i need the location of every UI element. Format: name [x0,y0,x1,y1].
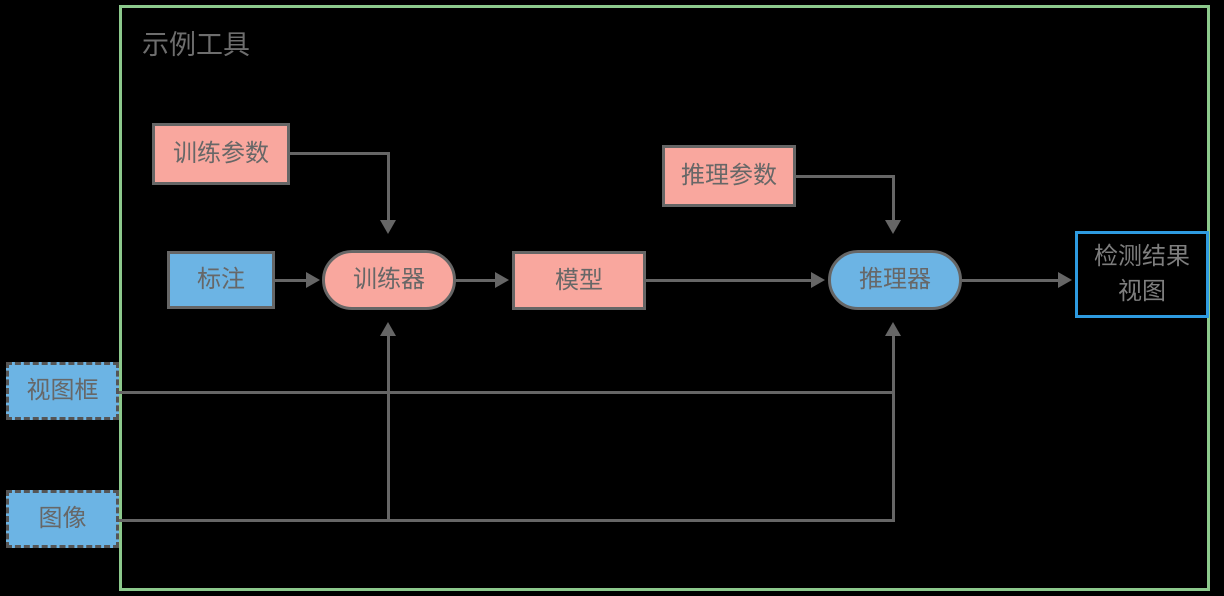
edge-bus-to-inferencer-vertical [892,336,895,522]
node-inferencer-label: 推理器 [859,266,931,293]
arrowhead-trainer-to-model [495,272,509,288]
edge-image-horizontal [116,519,894,522]
edge-annotation-to-trainer [275,279,308,282]
arrowhead-train-params-to-trainer [380,220,396,234]
node-image[interactable]: 图像 [6,490,119,548]
edge-infer-params-to-inferencer-vertical [892,175,895,222]
group-title: 示例工具 [142,30,250,60]
node-train-params-label: 训练参数 [173,140,269,167]
node-trainer[interactable]: 训练器 [322,250,456,310]
node-annotation-label: 标注 [197,266,245,293]
node-inferencer[interactable]: 推理器 [828,250,962,310]
node-view-box[interactable]: 视图框 [6,362,119,420]
node-image-label: 图像 [38,505,87,532]
node-infer-params[interactable]: 推理参数 [662,145,796,207]
node-result-view-label-line1: 检测结果 [1094,243,1190,271]
node-annotation[interactable]: 标注 [167,251,275,309]
arrowhead-infer-params-to-inferencer [885,220,901,234]
edge-train-params-to-trainer-vertical [387,152,390,222]
node-result-view[interactable]: 检测结果 视图 [1075,231,1209,318]
group-container-example-tool[interactable] [119,5,1210,591]
edge-inferencer-to-result-view [962,279,1060,282]
arrowhead-inferencer-to-result-view [1058,272,1072,288]
node-infer-params-label: 推理参数 [681,162,777,189]
node-model-label: 模型 [555,266,603,294]
edge-model-to-inferencer [645,279,813,282]
edge-view-box-horizontal [116,391,894,394]
arrowhead-annotation-to-trainer [306,272,320,288]
arrowhead-bus-to-trainer [380,322,396,336]
edge-train-params-to-trainer-horizontal [290,152,390,155]
node-model[interactable]: 模型 [512,251,646,310]
node-trainer-label: 训练器 [353,266,425,293]
arrowhead-model-to-inferencer [811,272,825,288]
arrowhead-bus-to-inferencer [885,322,901,336]
node-result-view-label-line2: 视图 [1118,277,1166,305]
edge-trainer-to-model [455,279,497,282]
node-view-box-label: 视图框 [26,377,99,404]
edge-infer-params-to-inferencer-horizontal [795,175,894,178]
node-train-params[interactable]: 训练参数 [152,123,290,185]
edge-bus-to-trainer-vertical [387,336,390,522]
